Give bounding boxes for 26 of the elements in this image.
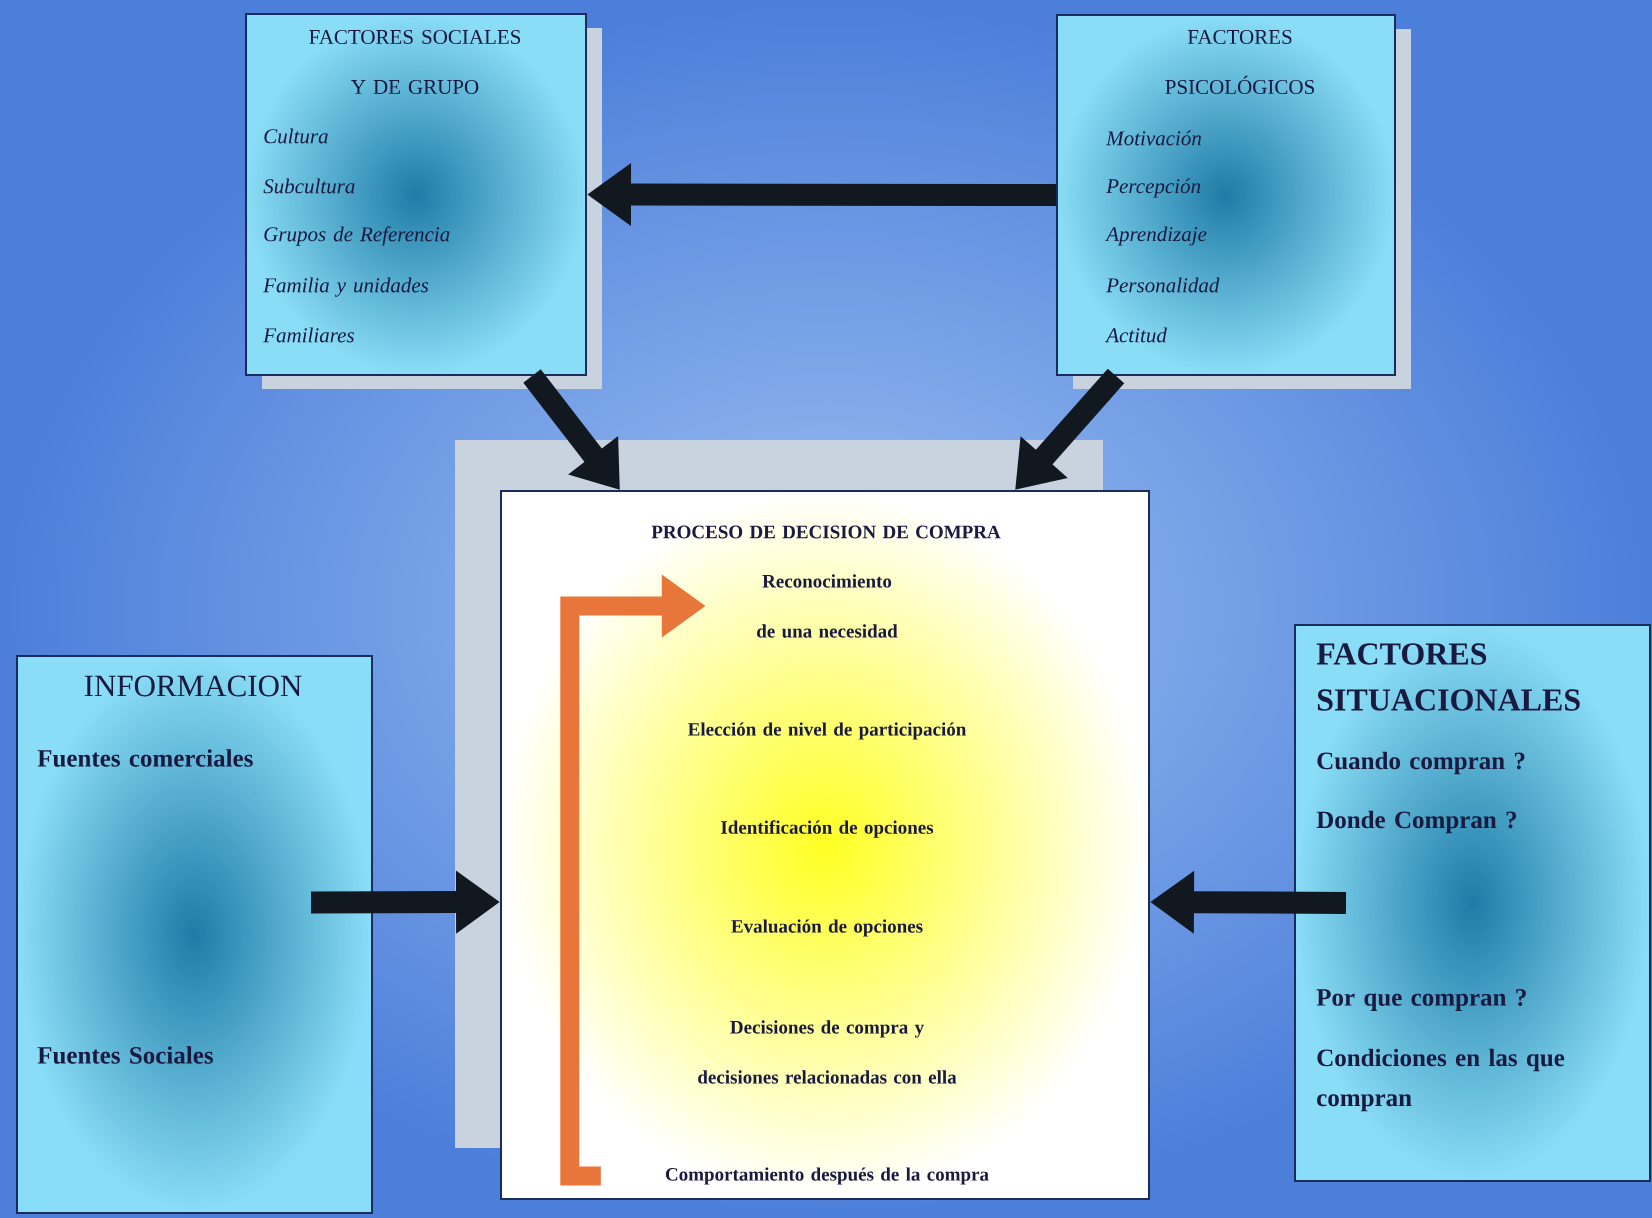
list-item: Condiciones en las que compran <box>1317 1048 1565 1112</box>
list-item: Subcultura <box>263 178 355 194</box>
step-label: Identificación de opciones <box>721 820 934 838</box>
list-item: Cultura <box>264 128 328 144</box>
step-label: Reconocimiento de una necesidad <box>757 574 898 638</box>
box-heading: FACTORES SITUACIONALES <box>1316 643 1580 711</box>
list-item: Actitud <box>1105 327 1167 343</box>
list-item: Donde Compran ? <box>1316 810 1517 834</box>
step-label: Comportamiento después de la compra <box>665 1167 989 1185</box>
box-heading: FACTORES PSICOLÓGICOS <box>1165 29 1314 95</box>
list-item: Personalidad <box>1106 277 1220 293</box>
list-item: Por que compran ? <box>1316 989 1526 1011</box>
step-label: Evaluación de opciones <box>731 919 923 937</box>
list-item: Fuentes Sociales <box>37 1046 213 1064</box>
list-item: Cuando compran ? <box>1317 751 1525 775</box>
list-item: Percepción <box>1106 178 1201 198</box>
box-heading: INFORMACION <box>84 675 302 697</box>
box-heading: PROCESO DE DECISION DE COMPRA <box>651 525 1001 539</box>
box-heading: FACTORES SOCIALES Y DE GRUPO <box>309 29 521 95</box>
list-item: Motivación <box>1105 130 1201 146</box>
step-label: Elección de nivel de participación <box>688 722 967 740</box>
list-item: Grupos de Referencia <box>264 226 450 246</box>
list-item: Fuentes comerciales <box>37 749 253 767</box>
list-item: Aprendizaje <box>1105 226 1207 246</box>
list-item: Familia y unidades Familiares <box>263 277 429 343</box>
step-label: Decisiones de compra y decisiones relacionadas con ella <box>698 1020 957 1084</box>
